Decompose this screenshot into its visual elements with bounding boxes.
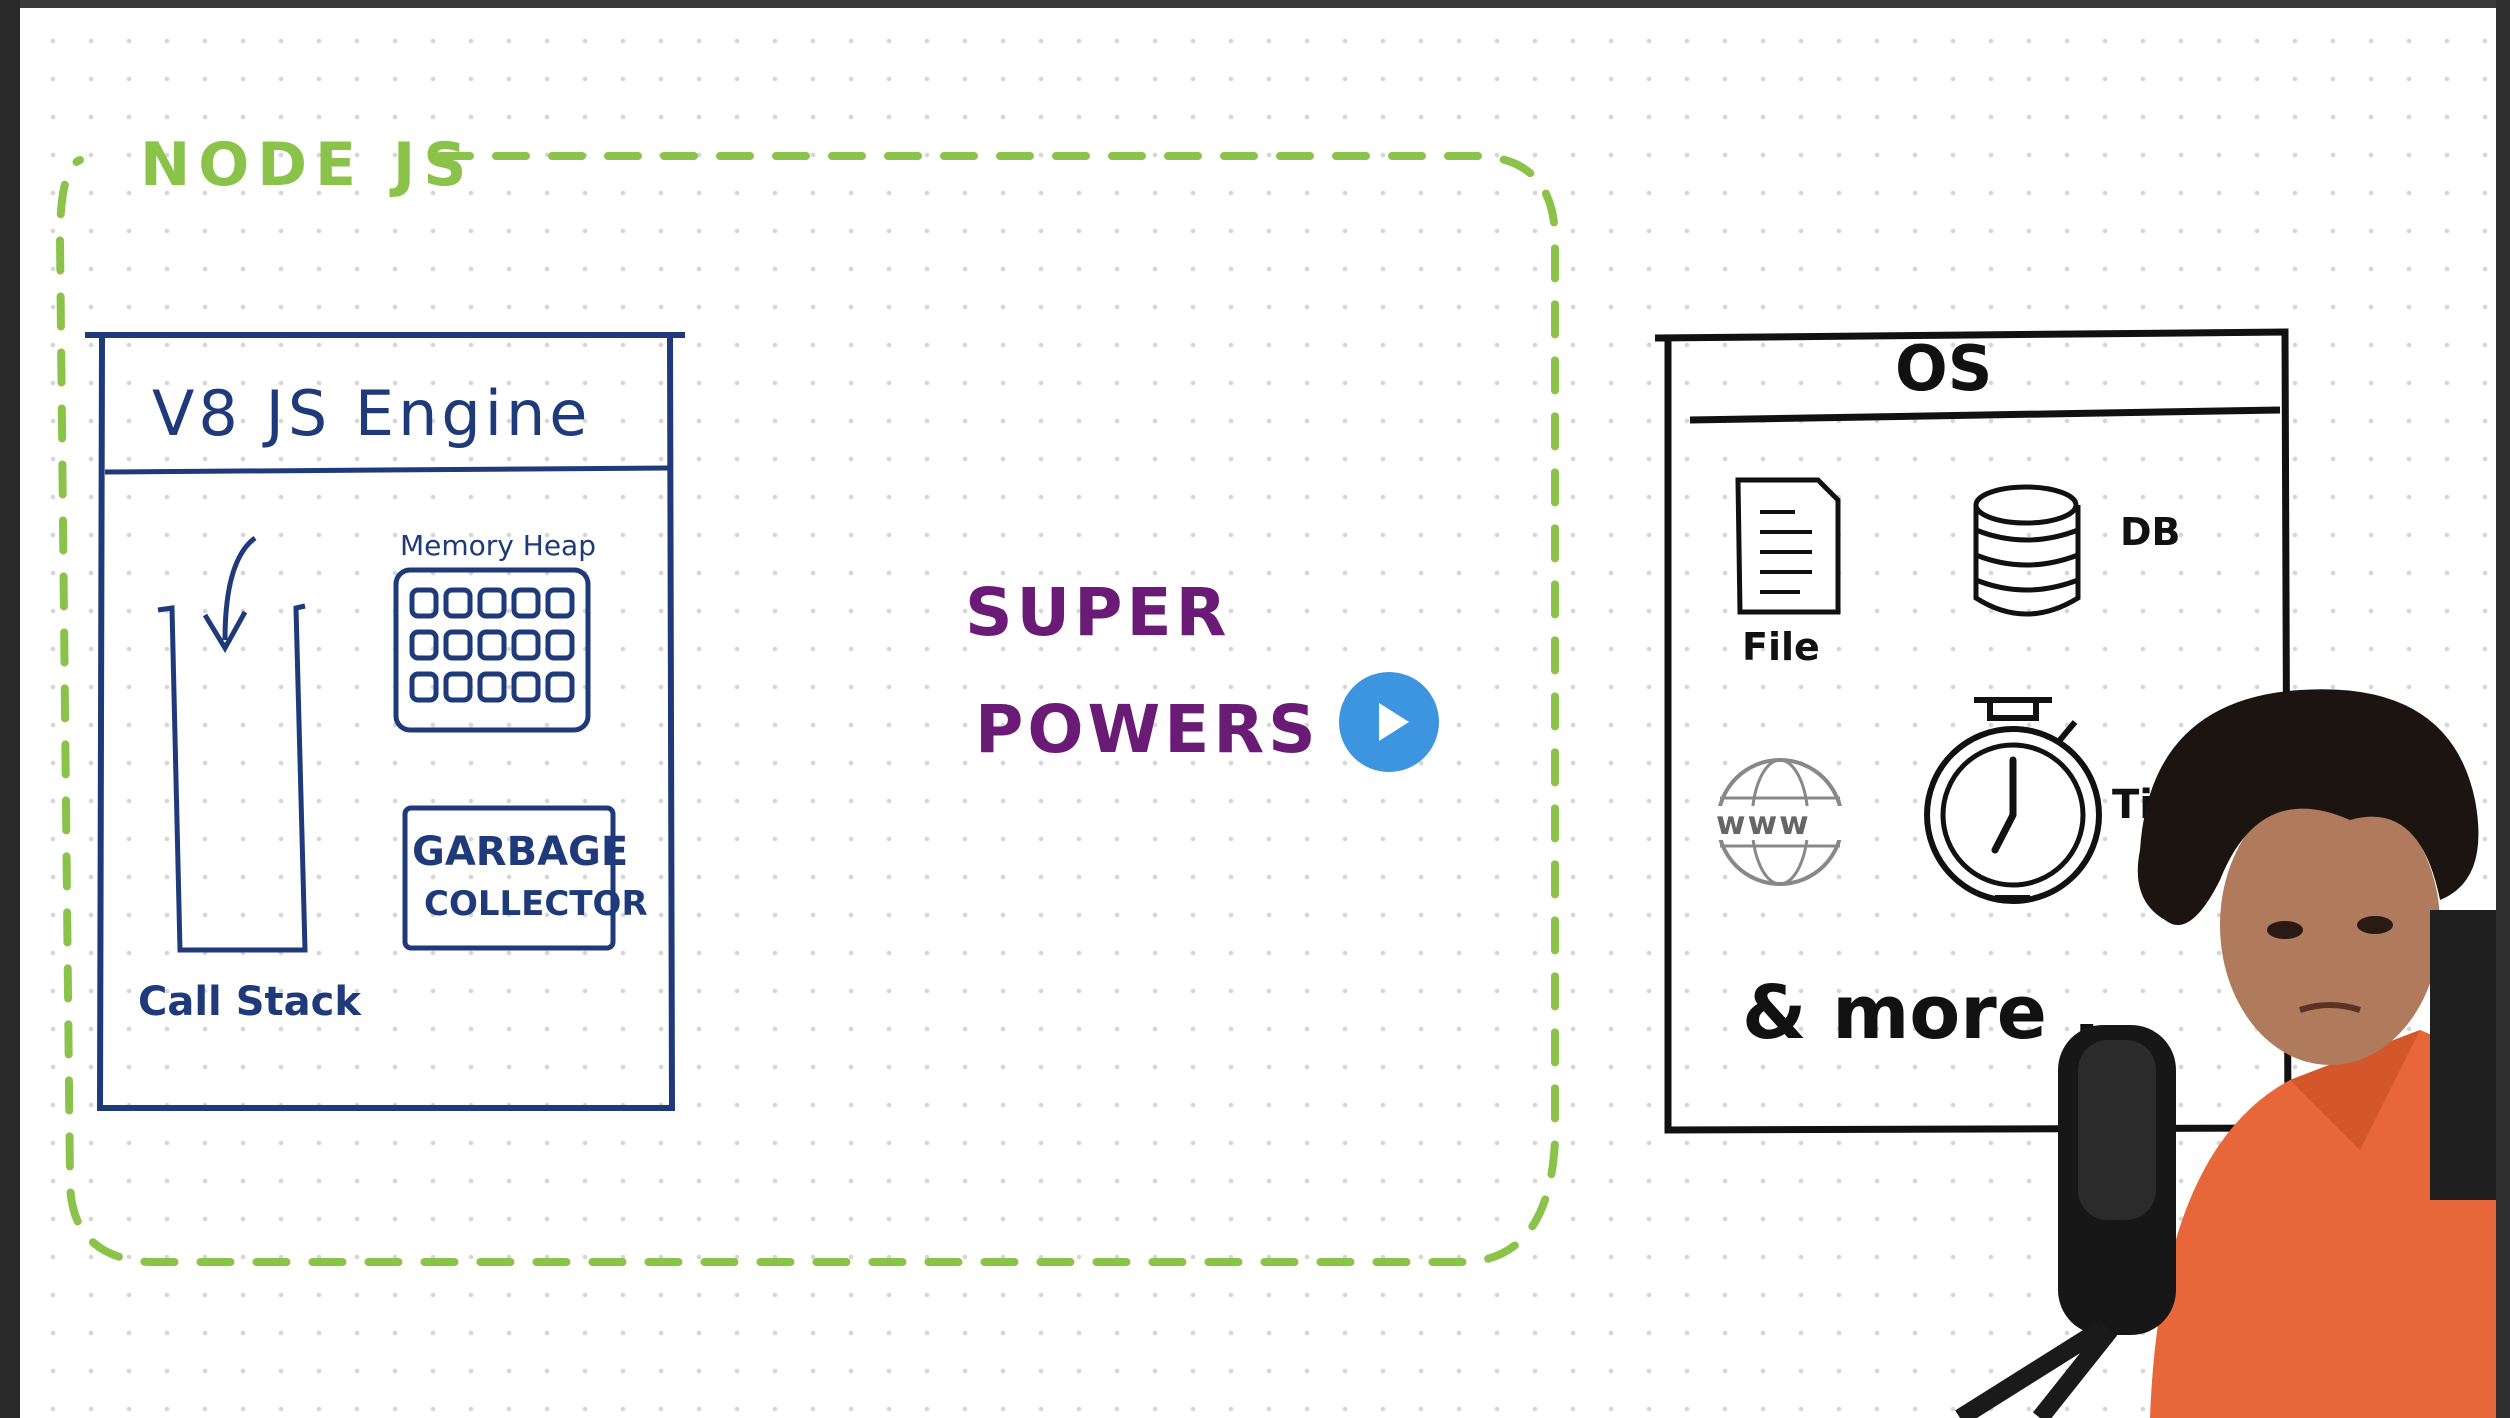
play-button[interactable] (1339, 672, 1439, 772)
memory-heap-cell (477, 587, 507, 619)
node-js-title: NODE JS (140, 130, 474, 200)
memory-heap-cell (511, 587, 541, 619)
os-title: OS (1895, 332, 1992, 405)
play-icon (1379, 703, 1409, 741)
www-globe-icon: www (1712, 758, 1848, 886)
memory-heap-cell (443, 671, 473, 703)
super-powers-text: SUPER POWERS (965, 574, 1320, 768)
stopwatch-icon: Ti (1924, 697, 2153, 904)
memory-heap-cell (511, 629, 541, 661)
garbage-collector: GARBAGE COLLECTOR (402, 805, 648, 951)
memory-heap-cell (409, 587, 439, 619)
memory-heap-cell (443, 587, 473, 619)
call-stack-label: Call Stack (138, 979, 362, 1025)
memory-heap-cell (511, 671, 541, 703)
presenter-webcam (1955, 689, 2496, 1418)
www-label: www (1716, 804, 1811, 842)
memory-heap-cell (545, 587, 575, 619)
memory-heap-cell (409, 629, 439, 661)
v8-engine-title: V8 JS Engine (152, 377, 591, 450)
memory-heap-cells (409, 587, 575, 703)
garbage-collector-line-2: COLLECTOR (424, 884, 648, 924)
v8-engine-box: V8 JS Engine Call Stack Memory Heap (85, 332, 685, 1111)
super-powers-line-1: SUPER (965, 574, 1230, 651)
garbage-collector-line-1: GARBAGE (412, 829, 628, 875)
super-powers-line-2: POWERS (975, 691, 1320, 768)
db-label: DB (2120, 510, 2181, 554)
window-right-border (2496, 0, 2510, 1418)
memory-heap-cell (409, 671, 439, 703)
memory-heap: Memory Heap (393, 529, 596, 733)
window-top-border (0, 0, 2510, 8)
and-more-label: & more . (1742, 970, 2101, 1056)
file-label: File (1742, 625, 1820, 669)
call-stack: Call Stack (138, 535, 362, 1025)
database-icon: DB (1973, 484, 2181, 617)
memory-heap-cell (477, 671, 507, 703)
node-js-boundary: NODE JS (55, 130, 1559, 1266)
memory-heap-cell (443, 629, 473, 661)
os-box: OS File DB (1654, 328, 2292, 1134)
file-icon: File (1735, 477, 1841, 669)
memory-heap-label: Memory Heap (400, 529, 596, 562)
memory-heap-cell (545, 629, 575, 661)
memory-heap-cell (545, 671, 575, 703)
whiteboard-canvas: NODE JS V8 JS Engine Call Stack Memory H… (20, 8, 2496, 1418)
window-left-border (0, 0, 20, 1418)
whiteboard-drawing: NODE JS V8 JS Engine Call Stack Memory H… (55, 130, 2496, 1418)
memory-heap-cell (477, 629, 507, 661)
microphone (1955, 1025, 2176, 1418)
